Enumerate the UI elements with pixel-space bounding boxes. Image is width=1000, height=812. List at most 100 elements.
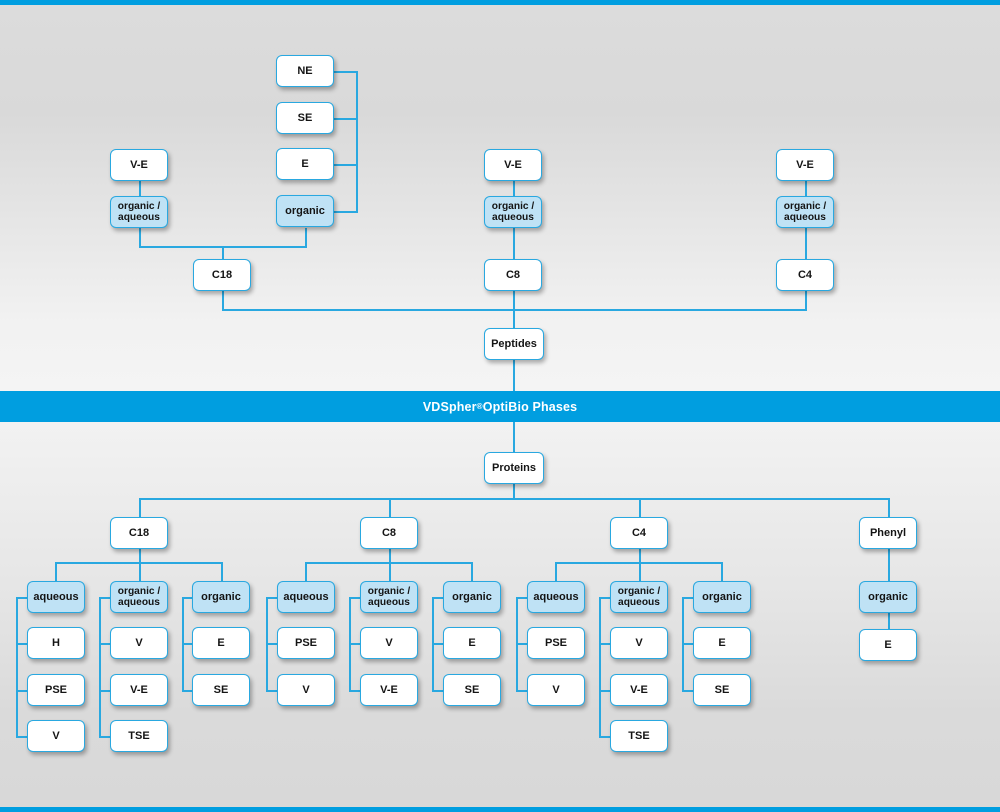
- node-c4-organic-e[interactable]: E: [693, 627, 751, 659]
- edge-proteins-down: [513, 484, 515, 499]
- edge-b-c4-oa-c1: [599, 643, 611, 645]
- node-c4-aqueous-pse[interactable]: PSE: [527, 627, 585, 659]
- node-organic-aqueous-c18[interactable]: organic /aqueous: [110, 196, 168, 228]
- node-c4-aqueous[interactable]: aqueous: [527, 581, 585, 613]
- node-c8-organic-se[interactable]: SE: [443, 674, 501, 706]
- edge-b-c18-aq-c2: [16, 690, 28, 692]
- banner-text-before: VDSpher: [422, 399, 477, 414]
- node-e-top[interactable]: E: [276, 148, 334, 180]
- edge-b-c18-aq-spine: [16, 597, 18, 737]
- node-c4-oa-tse[interactable]: TSE: [610, 720, 668, 752]
- node-label: Phenyl: [869, 526, 907, 539]
- node-c4-organic-aqueous[interactable]: organic /aqueous: [610, 581, 668, 613]
- node-c18-aqueous-pse[interactable]: PSE: [27, 674, 85, 706]
- node-c4-oa-ve[interactable]: V-E: [610, 674, 668, 706]
- node-se[interactable]: SE: [276, 102, 334, 134]
- node-c8-bottom[interactable]: C8: [360, 517, 418, 549]
- node-label: V-E: [130, 158, 148, 171]
- node-organic-aqueous-c8[interactable]: organic /aqueous: [484, 196, 542, 228]
- edge-b-c4-to-org: [721, 562, 723, 582]
- edge-b-c4-aq-in: [516, 597, 528, 599]
- node-label: V-E: [380, 683, 398, 696]
- node-label: C8: [381, 526, 397, 539]
- node-c4-oa-v[interactable]: V: [610, 627, 668, 659]
- node-label: V: [135, 636, 143, 649]
- edge-c8-down: [513, 291, 515, 310]
- node-organic-top[interactable]: organic: [276, 195, 334, 227]
- edge-b-c8-org-c1: [432, 643, 444, 645]
- node-proteins[interactable]: Proteins: [484, 452, 544, 484]
- node-ve-c4[interactable]: V-E: [776, 149, 834, 181]
- node-label: organic /aqueous: [367, 585, 411, 608]
- node-c18-aqueous-v[interactable]: V: [27, 720, 85, 752]
- node-c4-organic[interactable]: organic: [693, 581, 751, 613]
- node-label: C18: [128, 526, 150, 539]
- node-organic-aqueous-c4[interactable]: organic /aqueous: [776, 196, 834, 228]
- node-label: V: [552, 683, 560, 696]
- edge-oa1-down: [139, 228, 141, 247]
- edge-b-c18-org-c2: [182, 690, 194, 692]
- node-label: PSE: [544, 636, 567, 649]
- node-phenyl-organic[interactable]: organic: [859, 581, 917, 613]
- node-peptides[interactable]: Peptides: [484, 328, 544, 360]
- node-c18-top[interactable]: C18: [193, 259, 251, 291]
- node-label: organic /aqueous: [617, 585, 661, 608]
- node-c8-oa-v[interactable]: V: [360, 627, 418, 659]
- edge-bus-to-b-c4: [639, 498, 641, 518]
- node-c8-aqueous[interactable]: aqueous: [277, 581, 335, 613]
- node-c8-aqueous-v[interactable]: V: [277, 674, 335, 706]
- node-c8-oa-ve[interactable]: V-E: [360, 674, 418, 706]
- edge-ne-stub: [334, 71, 358, 73]
- node-label: Peptides: [491, 337, 537, 350]
- node-label: organic: [201, 590, 241, 603]
- node-c18-oa-tse[interactable]: TSE: [110, 720, 168, 752]
- node-label: Proteins: [491, 461, 536, 474]
- node-c18-aqueous-h[interactable]: H: [27, 627, 85, 659]
- node-phenyl[interactable]: Phenyl: [859, 517, 917, 549]
- banner-text-after: OptiBio Phases: [482, 399, 578, 414]
- node-c8-aqueous-pse[interactable]: PSE: [277, 627, 335, 659]
- node-label: SE: [464, 683, 480, 696]
- node-ne[interactable]: NE: [276, 55, 334, 87]
- edge-ve3-to-oa3: [805, 181, 807, 196]
- node-label: V: [52, 729, 60, 742]
- node-ve-c8[interactable]: V-E: [484, 149, 542, 181]
- edge-b-phenyl-org-to-e: [888, 613, 890, 630]
- node-label: NE: [297, 64, 313, 77]
- edge-c18-down: [222, 291, 224, 310]
- node-c18-organic-se[interactable]: SE: [192, 674, 250, 706]
- node-phenyl-organic-e[interactable]: E: [859, 629, 917, 661]
- node-c18-organic-aqueous[interactable]: organic /aqueous: [110, 581, 168, 613]
- node-c4-bottom[interactable]: C4: [610, 517, 668, 549]
- node-c8-organic-aqueous[interactable]: organic /aqueous: [360, 581, 418, 613]
- node-c18-oa-v[interactable]: V: [110, 627, 168, 659]
- node-c4-top[interactable]: C4: [776, 259, 834, 291]
- node-c18-organic[interactable]: organic: [192, 581, 250, 613]
- edge-b-c18-to-oa: [139, 562, 141, 582]
- node-c18-aqueous[interactable]: aqueous: [27, 581, 85, 613]
- node-label: organic: [452, 590, 492, 603]
- edge-b-c18-oa-c2: [99, 690, 111, 692]
- node-c18-organic-e[interactable]: E: [192, 627, 250, 659]
- node-c18-bottom[interactable]: C18: [110, 517, 168, 549]
- edge-ve2-to-oa2: [513, 181, 515, 196]
- node-c8-organic-e[interactable]: E: [443, 627, 501, 659]
- node-c18-oa-ve[interactable]: V-E: [110, 674, 168, 706]
- node-label: TSE: [628, 729, 650, 742]
- edge-b-c18-oa-spine: [99, 597, 101, 737]
- edge-bus-to-b-phenyl: [888, 498, 890, 518]
- node-c8-top[interactable]: C8: [484, 259, 542, 291]
- edge-b-c4-bus: [555, 562, 722, 564]
- node-ve-c18[interactable]: V-E: [110, 149, 168, 181]
- edge-b-c4-oa-c2: [599, 690, 611, 692]
- node-c4-aqueous-v[interactable]: V: [527, 674, 585, 706]
- edge-b-c8-to-aq: [305, 562, 307, 582]
- node-label: V: [385, 636, 393, 649]
- node-c4-organic-se[interactable]: SE: [693, 674, 751, 706]
- edge-b-c4-oa-spine: [599, 597, 601, 737]
- edge-b-c18-aq-c3: [16, 736, 28, 738]
- node-label: PSE: [294, 636, 317, 649]
- node-c8-organic[interactable]: organic: [443, 581, 501, 613]
- edge-b-c8-to-org: [471, 562, 473, 582]
- edge-organic-collector: [356, 71, 358, 213]
